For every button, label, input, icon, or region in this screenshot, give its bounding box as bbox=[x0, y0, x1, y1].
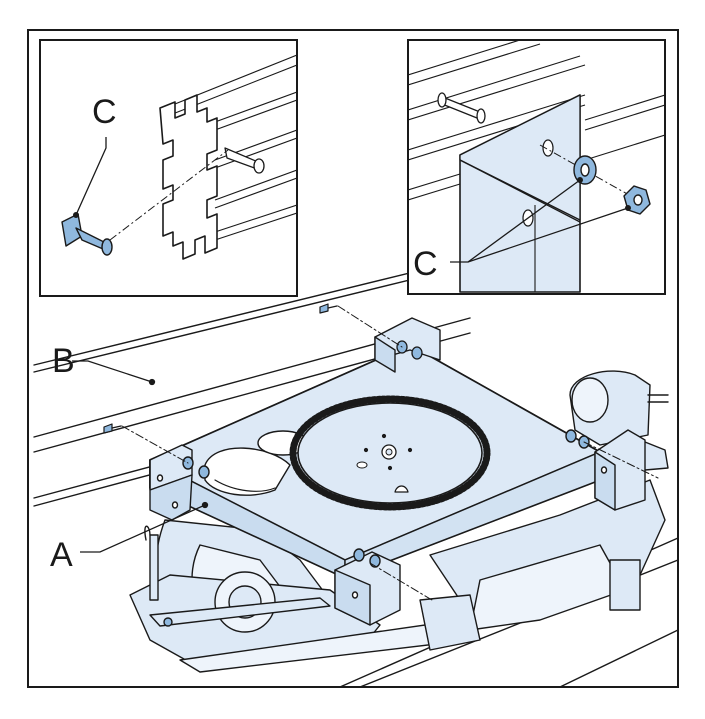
main-assembly bbox=[33, 267, 678, 687]
callout-a: A bbox=[50, 536, 73, 574]
rail-hatching bbox=[408, 40, 665, 201]
alignment-line-right bbox=[539, 144, 639, 201]
inset-left bbox=[61, 54, 297, 260]
bracket-back bbox=[374, 317, 441, 373]
label-leaders bbox=[72, 360, 209, 553]
inset-right bbox=[408, 40, 665, 293]
t-bolt-icon bbox=[103, 423, 122, 434]
callout-b: B bbox=[52, 342, 75, 380]
t-bolt-icon bbox=[61, 213, 113, 256]
callout-c-left: C bbox=[92, 93, 117, 131]
extrusion-hatching bbox=[159, 54, 297, 241]
motor-drum bbox=[569, 370, 669, 471]
callout-c-leaders bbox=[450, 179, 629, 263]
callout-c-leader bbox=[75, 137, 107, 216]
washer-icon bbox=[573, 155, 597, 185]
lever-arm bbox=[144, 525, 331, 627]
gear-icon bbox=[289, 395, 491, 511]
bracket-right bbox=[565, 429, 646, 511]
pin bbox=[224, 147, 265, 174]
callout-c-right: C bbox=[413, 245, 438, 283]
pin bbox=[437, 92, 486, 124]
bracket-front bbox=[334, 548, 401, 626]
motor-housing bbox=[129, 479, 666, 673]
extrusion-profile bbox=[159, 94, 218, 260]
alignment-line-left bbox=[109, 149, 229, 241]
bracket-left bbox=[149, 444, 210, 521]
plate-cutout bbox=[204, 447, 291, 496]
alignment-lines bbox=[121, 305, 659, 601]
t-bolt-icon bbox=[319, 303, 338, 314]
